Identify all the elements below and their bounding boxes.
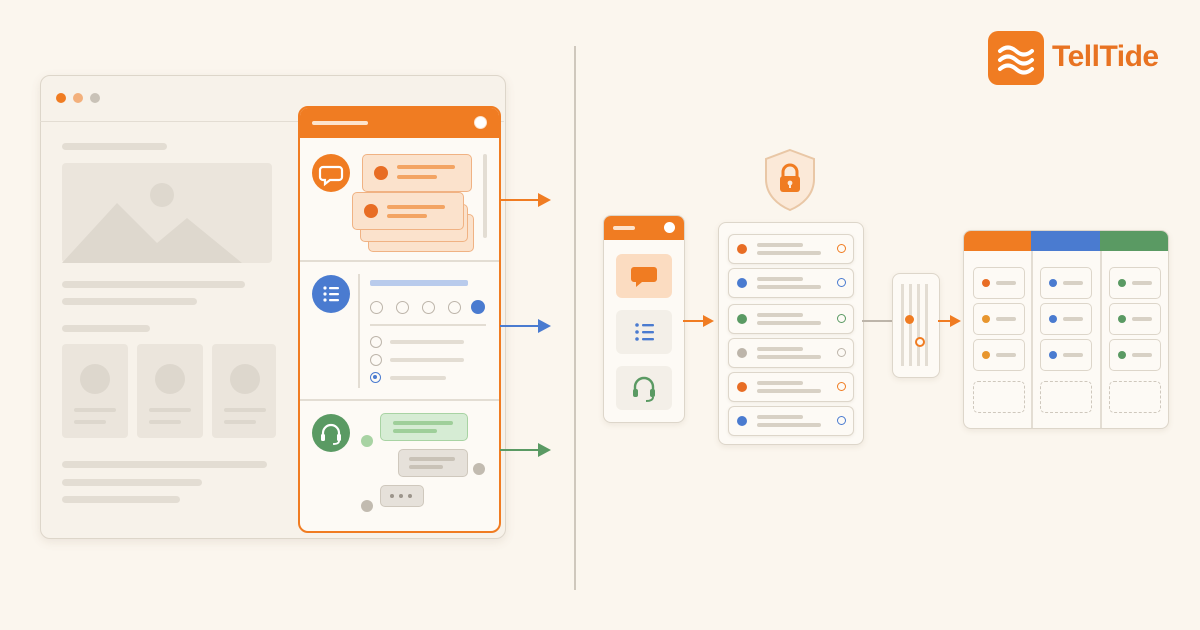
survey-section-badge[interactable] — [312, 275, 350, 313]
brand-name: TellTide — [1052, 40, 1159, 73]
rating-option[interactable] — [422, 301, 435, 314]
board-card[interactable] — [1040, 303, 1092, 335]
section-divider — [574, 46, 576, 590]
board-card[interactable] — [973, 267, 1025, 299]
support-section-badge[interactable] — [312, 414, 350, 452]
message-card[interactable] — [352, 192, 464, 230]
entry-row[interactable] — [728, 268, 854, 298]
arrow-to-entries — [683, 315, 714, 327]
list-icon — [635, 323, 654, 341]
board-card-empty-slot[interactable] — [1109, 381, 1161, 413]
radio-option[interactable] — [370, 354, 382, 366]
text-line-placeholder — [62, 281, 245, 288]
board-card[interactable] — [1109, 339, 1161, 371]
output-arrows — [500, 193, 551, 457]
arrow-right-green — [500, 443, 551, 457]
arrow-right-blue — [500, 319, 551, 333]
rating-option-selected[interactable] — [471, 300, 485, 314]
rating-option[interactable] — [448, 301, 461, 314]
board-card[interactable] — [973, 339, 1025, 371]
headset-icon — [321, 423, 341, 445]
scrollbar[interactable] — [483, 154, 487, 238]
typing-indicator — [380, 485, 424, 507]
rating-option[interactable] — [370, 301, 383, 314]
mini-widget-header — [604, 216, 684, 240]
browser-titlebar — [40, 75, 504, 122]
window-dot-maximize — [90, 93, 100, 103]
support-channel-tile[interactable] — [616, 366, 672, 410]
subheading-placeholder — [62, 325, 150, 332]
chat-bubble-icon — [631, 267, 657, 287]
chat-bubble-icon — [318, 165, 344, 187]
wave-icon — [998, 45, 1034, 75]
kanban-board — [963, 230, 1169, 429]
image-placeholder-icon — [62, 183, 242, 263]
agent-message — [380, 413, 468, 441]
text-line-placeholder — [62, 298, 197, 305]
board-card[interactable] — [1109, 303, 1161, 335]
filter-handle[interactable] — [905, 315, 914, 324]
rating-option[interactable] — [396, 301, 409, 314]
board-card[interactable] — [1040, 267, 1092, 299]
filter-handle[interactable] — [915, 337, 925, 347]
board-column-header — [1031, 231, 1100, 251]
board-card-empty-slot[interactable] — [973, 381, 1025, 413]
entry-row[interactable] — [728, 372, 854, 402]
profile-card-placeholder — [212, 344, 276, 438]
survey-channel-tile[interactable] — [616, 310, 672, 354]
board-card[interactable] — [1109, 267, 1161, 299]
entry-row[interactable] — [728, 338, 854, 368]
board-card[interactable] — [973, 303, 1025, 335]
message-card[interactable] — [362, 154, 472, 192]
feedback-widget — [298, 106, 501, 533]
profile-card-placeholder — [137, 344, 203, 438]
connector-line — [862, 320, 892, 322]
headset-icon — [633, 376, 655, 402]
lock-shield-icon — [765, 148, 815, 212]
widget-header — [300, 108, 499, 138]
widget-close-button[interactable] — [474, 116, 487, 129]
text-line-placeholder — [62, 479, 202, 486]
board-column-header — [1100, 231, 1168, 251]
text-line-placeholder — [62, 461, 267, 468]
board-column-header — [964, 231, 1031, 251]
filter-panel — [892, 273, 940, 378]
survey-question — [370, 280, 468, 286]
chat-channel-tile[interactable] — [616, 254, 672, 298]
arrow-right-orange — [500, 193, 551, 207]
entry-row[interactable] — [728, 234, 854, 264]
avatar-placeholder — [80, 364, 110, 394]
window-dot-minimize — [73, 93, 83, 103]
text-line-placeholder — [62, 496, 180, 503]
radio-option-selected[interactable] — [370, 372, 381, 383]
profile-card-placeholder — [62, 344, 128, 438]
radio-option[interactable] — [370, 336, 382, 348]
heading-placeholder — [62, 143, 167, 150]
mini-widget — [603, 215, 685, 423]
avatar-placeholder — [230, 364, 260, 394]
entry-row[interactable] — [728, 304, 854, 334]
chat-section-badge[interactable] — [312, 154, 350, 192]
board-card[interactable] — [1040, 339, 1092, 371]
arrow-to-board — [938, 315, 961, 327]
window-dot-close — [56, 93, 66, 103]
user-message — [398, 449, 468, 477]
logo-mark — [988, 31, 1044, 85]
hero-image-placeholder — [62, 163, 272, 263]
avatar-placeholder — [155, 364, 185, 394]
entry-row[interactable] — [728, 406, 854, 436]
list-icon — [323, 286, 339, 302]
board-card-empty-slot[interactable] — [1040, 381, 1092, 413]
